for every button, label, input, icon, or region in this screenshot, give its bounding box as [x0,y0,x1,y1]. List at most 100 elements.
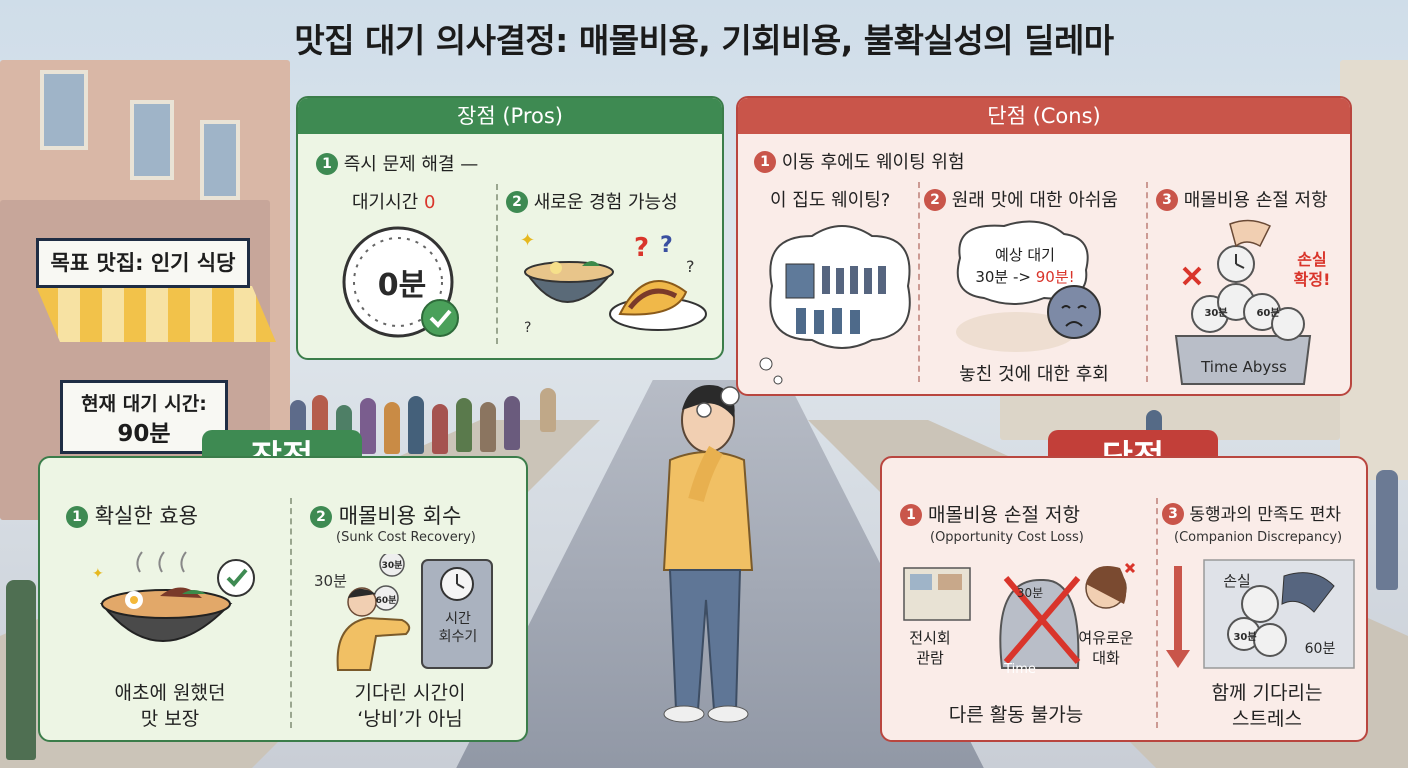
zero-minutes-text: 0분 [377,268,427,303]
cons-top-item3-title: 3 매몰비용 손절 저항 [1156,186,1328,212]
caption-line2: 맛 보장 [140,708,200,730]
ramen-bowl-icon: ✦ [92,551,255,642]
number-badge: 1 [754,151,776,173]
cons-bottom-item1-subtitle: (Opportunity Cost Loss) [930,530,1084,545]
page-title: 맛집 대기 의사결정: 매몰비용, 기회비용, 불확실성의 딜레마 [294,21,1114,60]
regret-bubble-text: 예상 대기 30분 -> 90분! [960,244,1090,288]
number-badge: 1 [66,506,88,528]
number-badge: 2 [310,506,332,528]
wait-time-value: 90분 [117,421,171,447]
coin-60-text: 60분 [375,596,397,606]
item-title-text: 매몰비용 회수 [338,504,462,528]
waiting-person [384,402,400,454]
shop-awning [36,286,276,342]
wait-value: 0 [423,192,436,213]
exhibition-label: 전시회 관람 [898,628,962,668]
cons-bottom-item3-caption: 함께 기다리는 스트레스 [1172,680,1362,732]
item-title-text: 이동 후에도 웨이팅 위험 [781,152,965,173]
divider [290,498,292,728]
label-30-minutes: 30분 [314,572,347,590]
cons-top-item1-title: 1 이동 후에도 웨이팅 위험 [754,148,965,174]
regret-bubble-icon [956,220,1101,352]
pros-bottom-item2-title: 2 매몰비용 회수 [310,500,461,530]
label-line1: 여유로운 [1078,629,1134,647]
label-line1: 전시회 [909,629,951,647]
thought-question: 이 집도 웨이팅? [770,190,891,211]
stopwatch-icon [342,226,459,338]
pedestrian [6,580,36,760]
svg-text:?: ? [686,257,695,276]
blocked-activities-icon [903,562,1136,669]
number-badge: 1 [900,504,922,526]
cons-bottom-item3-subtitle: (Companion Discrepancy) [1174,530,1343,545]
thinking-man-illustration [662,385,754,723]
building-window [130,100,174,180]
bubble-to: 90분! [1035,268,1075,286]
wait-zero-label: 대기시간 0 [352,188,435,214]
caption-line1: 기다린 시간이 [354,682,466,704]
cons-top-panel: 단점 (Cons) 1 이동 후에도 웨이팅 위험 이 집도 웨이팅? 2 원래… [736,96,1352,396]
divider [1156,498,1158,728]
bubble-line1: 예상 대기 [995,246,1055,264]
item-title-text: 확실한 효용 [94,504,198,528]
coin-60-label: 60분 [1256,308,1280,319]
bubble-line2: 30분 -> 90분! [960,266,1090,288]
cons-bottom-item1-title: 1 매몰비용 손절 저항 [900,500,1080,527]
svg-text:✦: ✦ [520,230,535,251]
wait-time-label: 현재 대기 시간: [81,393,207,415]
number-badge: 1 [316,153,338,175]
pros-top-item2-title: 2 새로운 경험 가능성 [506,188,678,214]
divider [1146,182,1148,382]
time-label: Time [1004,662,1036,677]
svg-text:?: ? [660,233,673,258]
regret-caption: 놓친 것에 대한 후회 [959,364,1109,385]
machine-label: 시간 회수기 [424,610,492,646]
divider [918,182,920,382]
pros-bottom-item2-subtitle: (Sunk Cost Recovery) [336,530,476,545]
caption-line2: 스트레스 [1232,708,1302,730]
cons-bottom-item1-caption: 다른 활동 불가능 [948,704,1084,726]
waiting-person [432,404,448,454]
loss-line2: 확정! [1293,270,1331,289]
wait-label: 대기시간 [352,192,419,213]
building-window [200,120,240,200]
waiting-person [504,396,520,450]
cons-top-header: 단점 (Cons) [738,98,1350,134]
caption-line1: 함께 기다리는 [1211,682,1323,704]
bubble-from: 30분 -> [975,268,1031,286]
number-badge: 2 [924,189,946,211]
waiting-person [408,396,424,454]
item-title-text: 새로운 경험 가능성 [533,192,678,213]
waiting-person [480,402,496,452]
bag-30-text: 30분 [1016,586,1044,600]
time-recovery-machine-icon [336,554,493,671]
cons-bottom-item3-title: 3 동행과의 만족도 편차 [1162,500,1341,525]
svg-text:✦: ✦ [92,566,104,582]
pros-bottom-panel: 1 확실한 효용 ✦ 애초에 원했던 맛 보장 2 매몰비용 회수 (Sunk … [38,456,528,742]
item-title-text: 매몰비용 손절 저항 [1183,190,1328,211]
new-food-icon: ? ? ? ? ✦ [520,230,707,336]
cons-top-item2-title: 2 원래 맛에 대한 아쉬움 [924,186,1118,212]
item-title-text: 동행과의 만족도 편차 [1189,505,1341,525]
svg-text:?: ? [634,233,649,263]
waiting-person [540,388,556,432]
coin-30-text: 30분 [381,561,403,571]
pedestrian [1376,470,1398,590]
item-title-text: 매몰비용 손절 저항 [928,504,1080,526]
waiting-person [360,398,376,454]
caption-line1: 애초에 원했던 [114,682,226,704]
loss-line1: 손실 [1297,250,1327,269]
coin-30-label: 30분 [1204,308,1228,319]
item-title-text: 즉시 문제 해결 — [343,154,479,175]
number-badge: 3 [1162,503,1184,525]
pros-top-panel: 장점 (Pros) 1 즉시 문제 해결 — 대기시간 0 0분 2 새로운 경… [296,96,724,360]
machine-line2: 회수기 [438,629,478,645]
time-abyss-icon [1174,219,1312,385]
loss-label: 손실 [1223,572,1251,590]
cons-bottom-panel: 1 매몰비용 손절 저항 (Opportunity Cost Loss) 30분… [880,456,1368,742]
number-badge: 2 [506,191,528,213]
pros-bottom-item1-caption: 애초에 원했던 맛 보장 [70,680,270,732]
waiting-person [456,398,472,452]
pros-top-header: 장점 (Pros) [298,98,722,134]
number-badge: 3 [1156,189,1178,211]
